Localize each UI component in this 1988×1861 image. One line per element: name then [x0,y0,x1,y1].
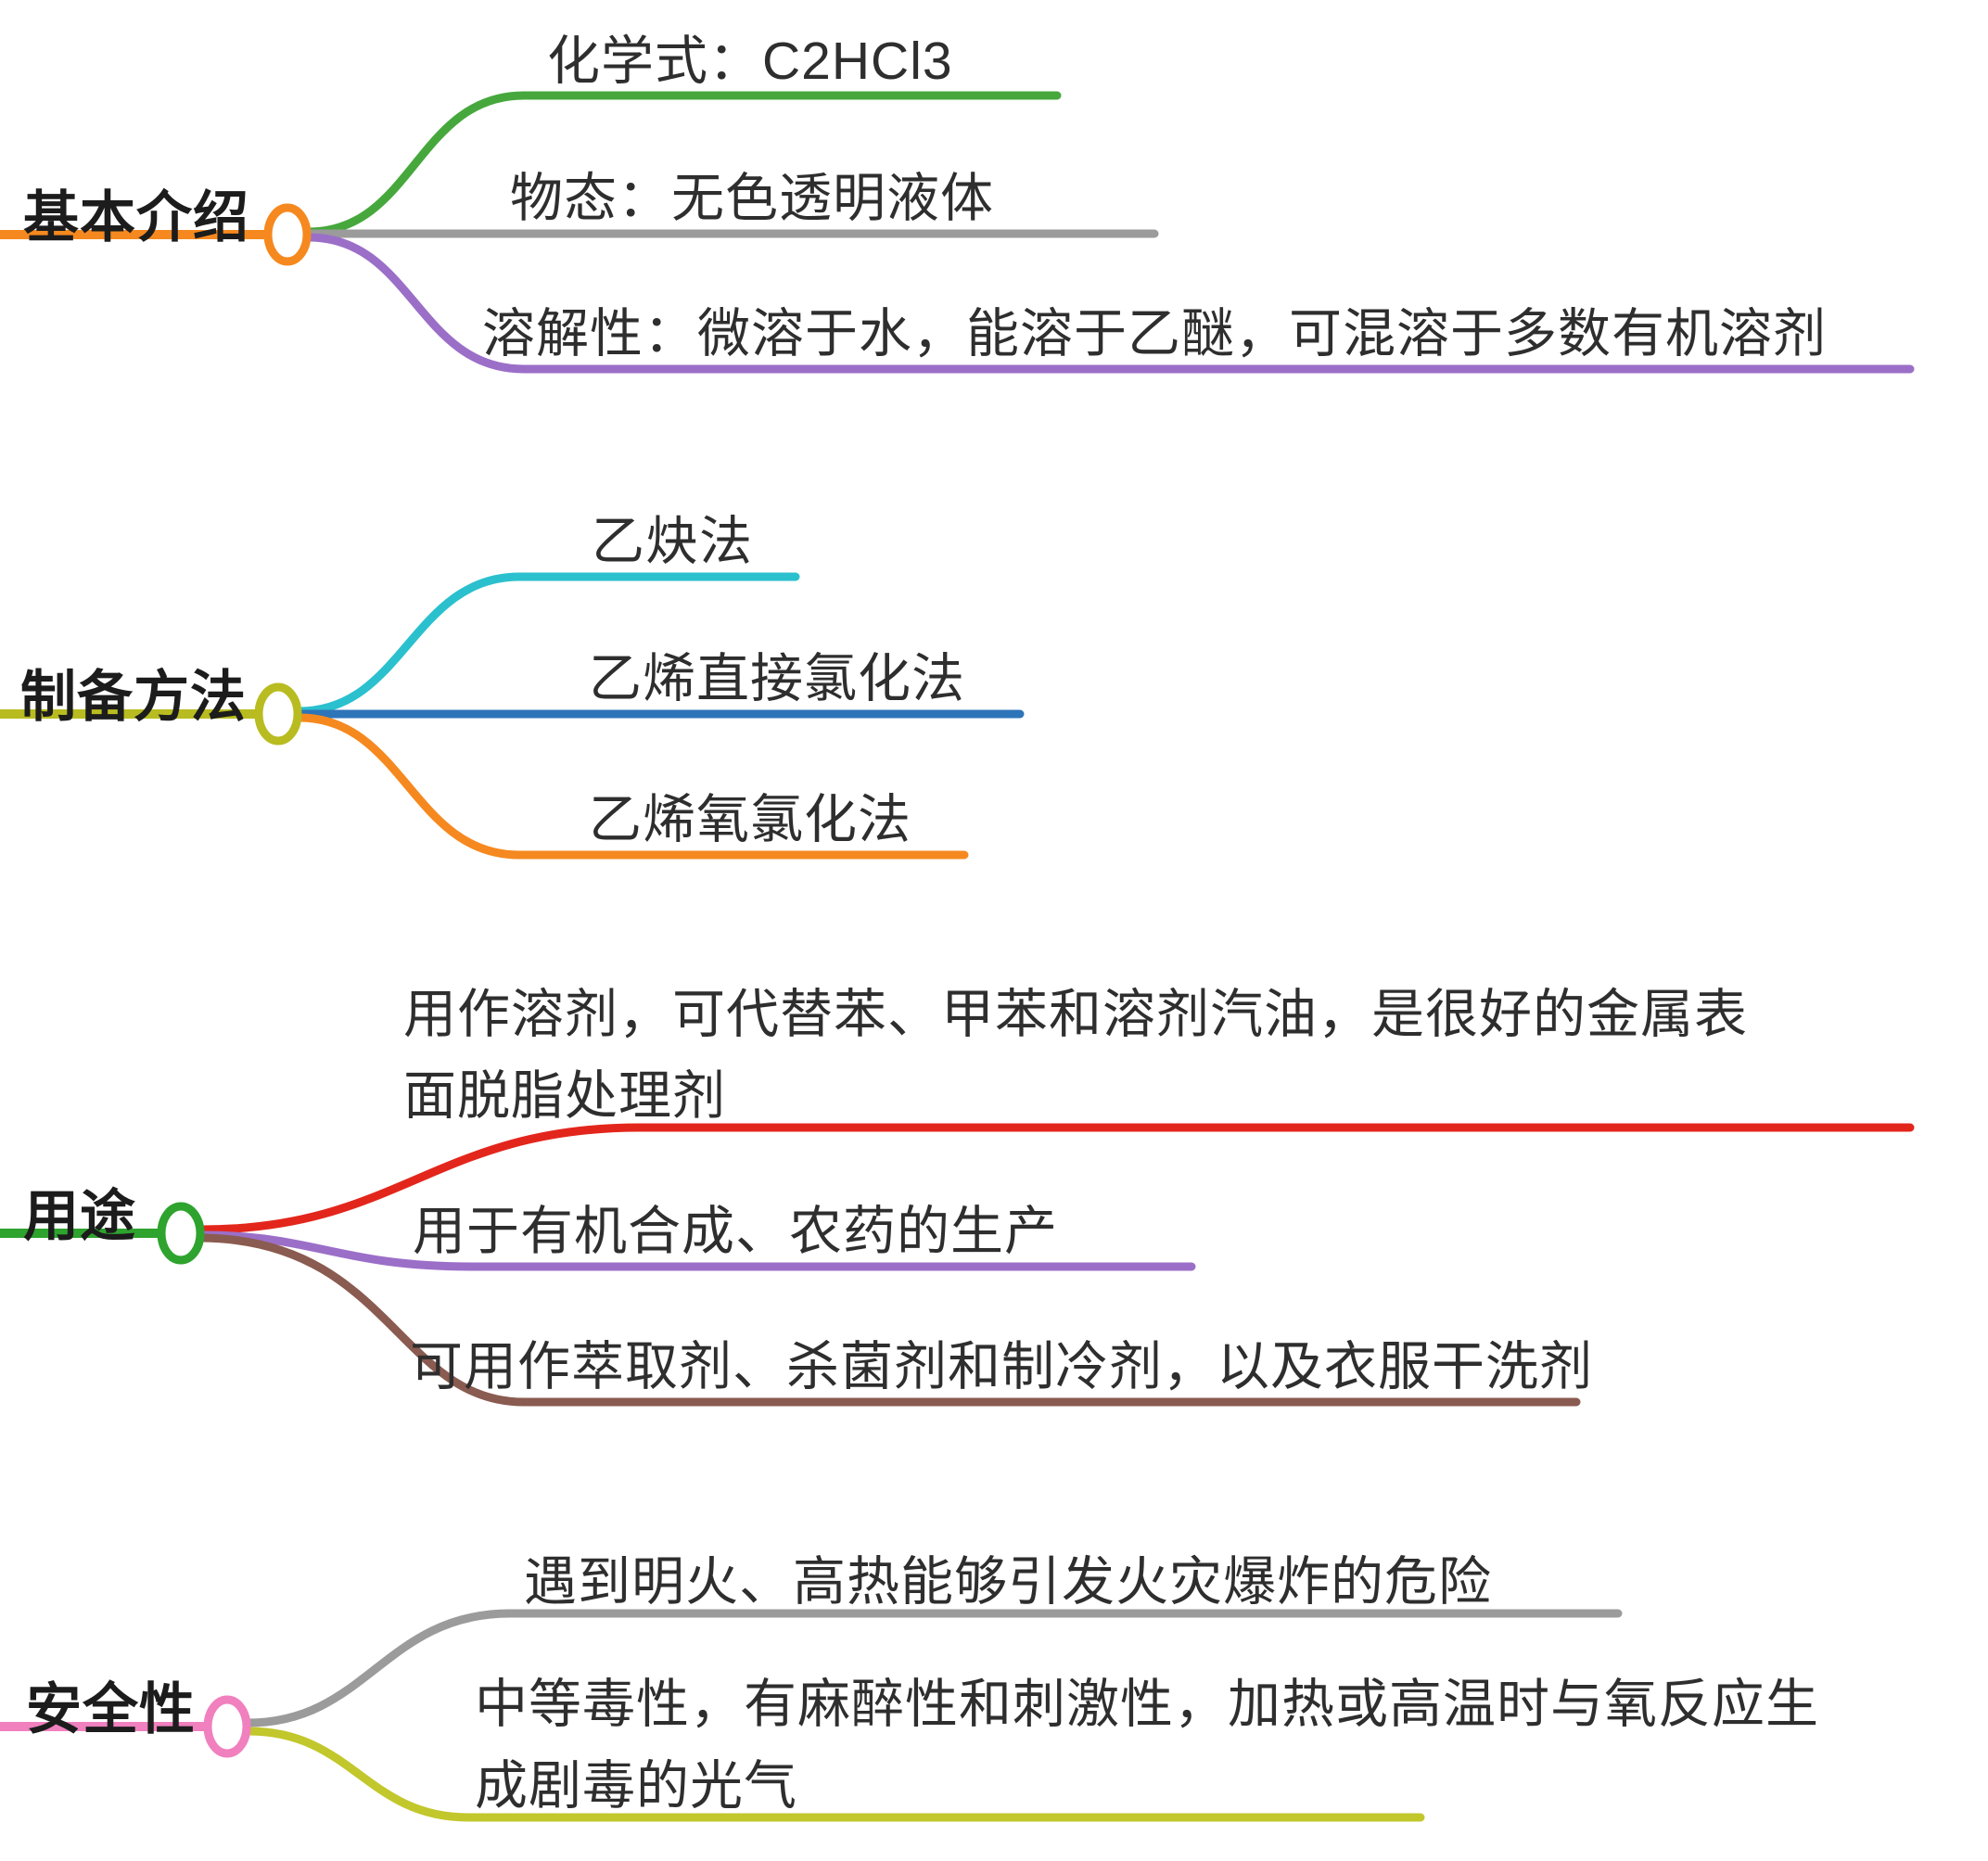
child-underline [304,91,1062,236]
topic-toxicity[interactable]: 中等毒性，有麻醉性和刺激性，加热或高温时与氧反应生成剧毒的光气 [475,1675,1819,1816]
topic-ethylene-direct-chlorination[interactable]: 乙烯直接氯化法 [589,649,965,708]
topic-acetylene-method[interactable]: 乙炔法 [592,512,753,571]
branch-label-basic-intro[interactable]: 基本介绍 [23,186,249,249]
child-underline [198,1123,1915,1234]
child-underline [244,1727,1425,1822]
topic-physical-state[interactable]: 物态：无色透明液体 [510,169,994,228]
child-underline [244,1609,1623,1727]
topic-use-extractant[interactable]: 可用作萃取剂、杀菌剂和制冷剂，以及衣服干洗剂 [410,1337,1593,1396]
branch-label-safety[interactable]: 安全性 [26,1678,196,1740]
branch-node[interactable] [263,203,312,266]
topic-use-organic-synthesis[interactable]: 用于有机合成、农药的生产 [413,1202,1058,1261]
branch-node[interactable] [254,682,302,746]
topic-ethylene-oxychlorination[interactable]: 乙烯氧氯化法 [589,790,911,849]
branch-label-uses[interactable]: 用途 [23,1185,136,1247]
topic-use-solvent[interactable]: 用作溶剂，可代替苯、甲苯和溶剂汽油，是很好的金属表面脱脂处理剂 [403,985,1748,1127]
child-underline [295,713,969,860]
child-underline [304,233,1915,374]
child-underline [198,1230,1196,1271]
child-underline [295,572,800,716]
topic-chemical-formula[interactable]: 化学式：C2HCl3 [547,32,953,91]
topic-solubility[interactable]: 溶解性：微溶于水，能溶于乙醚，可混溶于多数有机溶剂 [482,304,1827,363]
branch-node[interactable] [203,1695,251,1758]
child-underline [198,1233,1581,1407]
branch-node[interactable] [157,1202,205,1265]
topic-fire-hazard[interactable]: 遇到明火、高热能够引发火灾爆炸的危险 [524,1552,1492,1612]
branch-label-preparation[interactable]: 制备方法 [20,666,247,728]
